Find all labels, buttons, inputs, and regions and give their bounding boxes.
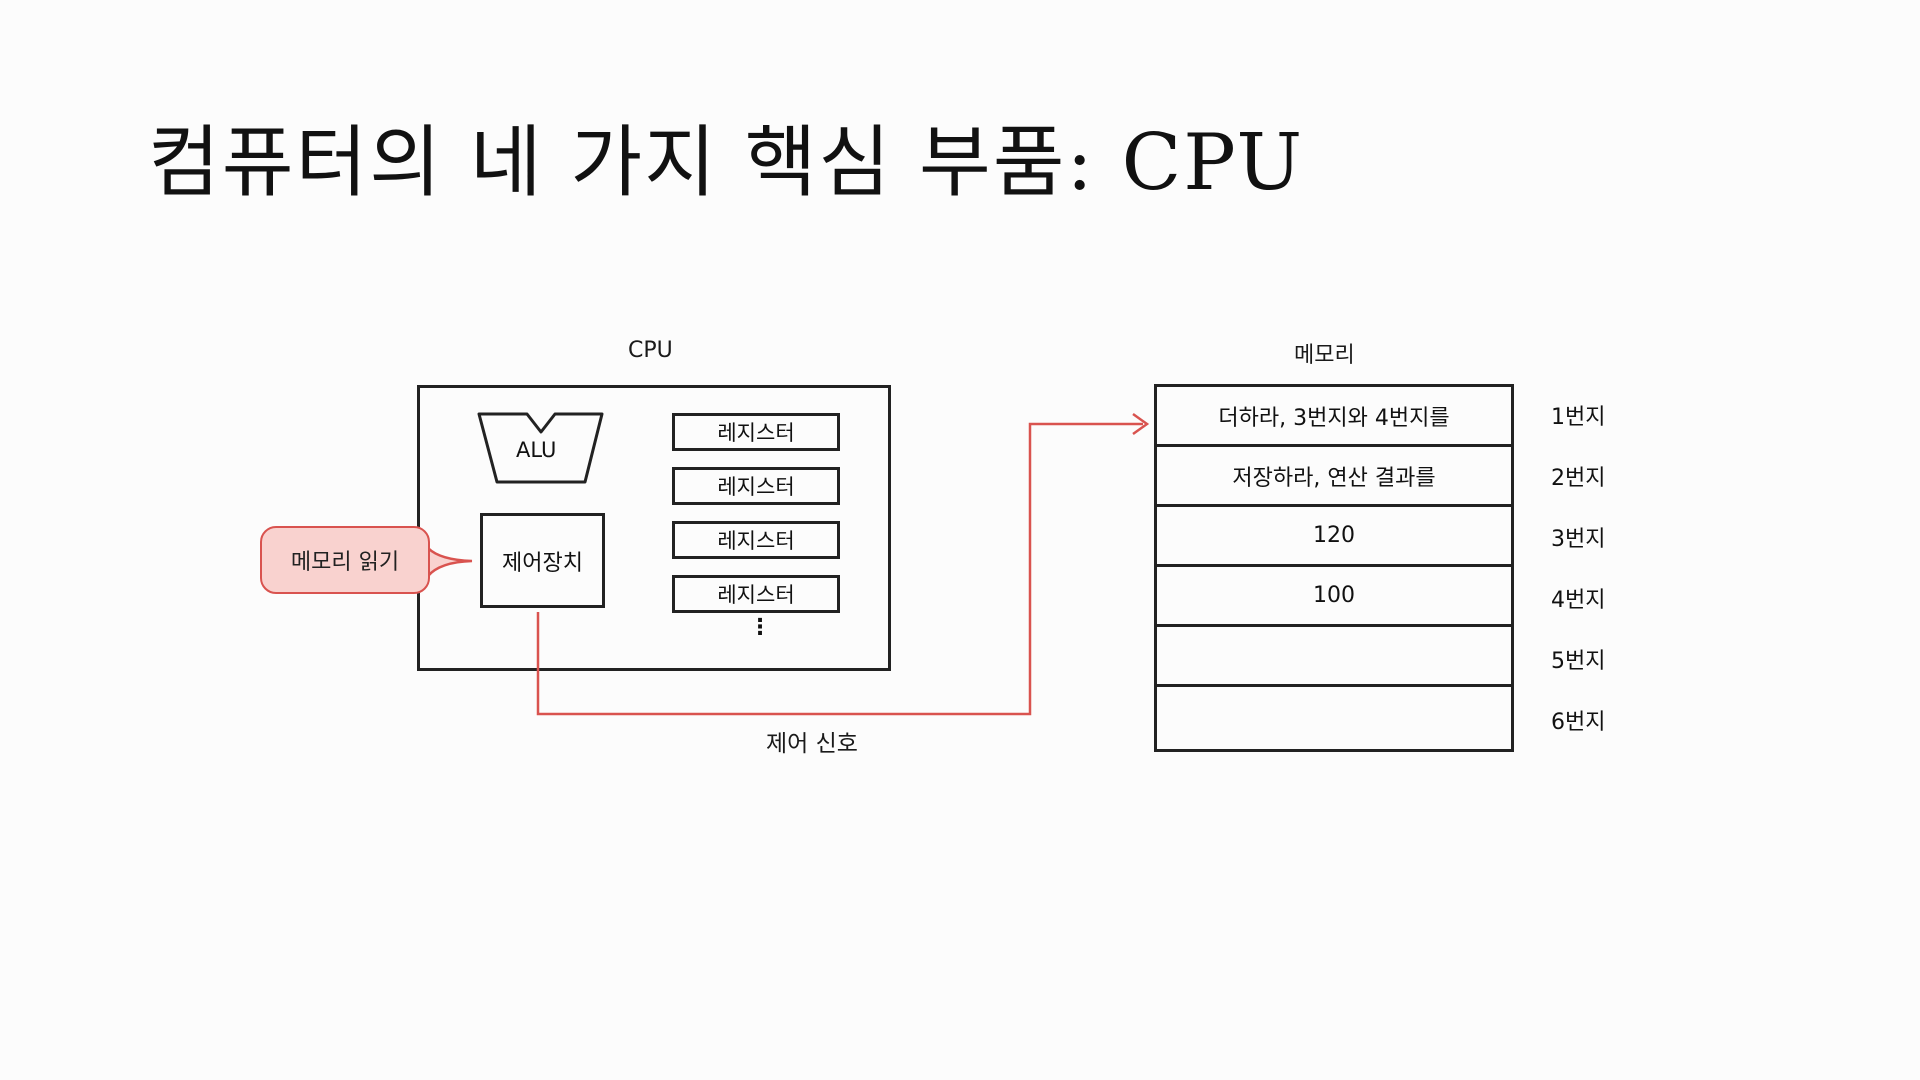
alu-label: ALU bbox=[516, 438, 557, 462]
memory-cell: 저장하라, 연산 결과를 bbox=[1157, 447, 1511, 507]
register: 레지스터 bbox=[672, 521, 840, 559]
register: 레지스터 bbox=[672, 413, 840, 451]
memory-cell bbox=[1157, 627, 1511, 687]
memory-address: 2번지 bbox=[1551, 466, 1606, 491]
more-registers-ellipsis: ⋮ bbox=[749, 615, 771, 640]
memory-address: 3번지 bbox=[1551, 527, 1606, 552]
memory-address: 5번지 bbox=[1551, 649, 1606, 674]
register: 레지스터 bbox=[672, 575, 840, 613]
register-label: 레지스터 bbox=[717, 583, 795, 607]
register-label: 레지스터 bbox=[717, 475, 795, 499]
memory-cell: 120 bbox=[1157, 507, 1511, 567]
memory-address: 1번지 bbox=[1551, 405, 1606, 430]
register: 레지스터 bbox=[672, 467, 840, 505]
slide-title: 컴퓨터의 네 가지 핵심 부품: CPU bbox=[148, 118, 1305, 208]
memory-address: 4번지 bbox=[1551, 588, 1606, 613]
memory-label: 메모리 bbox=[1294, 343, 1355, 368]
memory-address: 6번지 bbox=[1551, 710, 1606, 735]
control-unit: 제어장치 bbox=[480, 513, 605, 608]
memory-table: 더하라, 3번지와 4번지를 저장하라, 연산 결과를 120 100 bbox=[1154, 384, 1514, 752]
control-signal-arrowhead bbox=[1132, 412, 1150, 436]
memory-read-label: 메모리 읽기 bbox=[290, 550, 400, 575]
control-unit-label: 제어장치 bbox=[502, 550, 583, 576]
register-label: 레지스터 bbox=[717, 421, 795, 445]
register-label: 레지스터 bbox=[717, 529, 795, 553]
control-signal-label: 제어 신호 bbox=[766, 731, 858, 757]
memory-read-bubble: 메모리 읽기 bbox=[260, 526, 430, 594]
memory-cell bbox=[1157, 687, 1511, 749]
memory-cell: 100 bbox=[1157, 567, 1511, 627]
memory-cell: 더하라, 3번지와 4번지를 bbox=[1157, 387, 1511, 447]
cpu-label: CPU bbox=[628, 338, 673, 363]
